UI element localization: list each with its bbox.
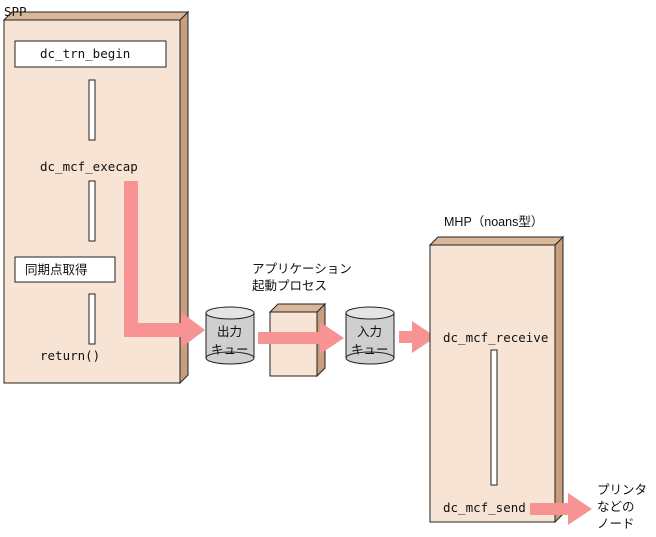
mhp-label: MHP（noans型） (444, 215, 543, 229)
output-queue-cylinder (205, 306, 255, 365)
app-process-line2: 起動プロセス (252, 279, 327, 293)
trn-begin-box (14, 40, 167, 68)
input-queue-line2: キュー (351, 343, 389, 357)
sync-point-box (14, 256, 116, 283)
input-queue-cylinder (345, 306, 395, 365)
sync-point-label: 同期点取得 (25, 262, 88, 277)
trn-begin-label: dc_trn_begin (40, 46, 130, 61)
printer-node-line3: ノード (597, 517, 635, 531)
flow-arrow-app-to-in-queue (258, 322, 344, 354)
return-label: return() (40, 348, 100, 363)
spp-flow-bar-1 (88, 79, 96, 141)
spp-flow-bar-3 (88, 293, 96, 345)
output-queue-line2: キュー (211, 343, 249, 357)
spp-flow-bar-2 (88, 180, 96, 242)
mhp-flow-bar (490, 349, 498, 486)
send-label: dc_mcf_send (443, 500, 526, 515)
flow-arrow-send-to-printer (530, 493, 592, 525)
spp-label: SPP (4, 4, 27, 19)
printer-node-line1: プリンタ (597, 483, 647, 497)
app-process-line1: アプリケーション (252, 262, 352, 276)
flow-arrow-execap-to-out-queue (124, 181, 205, 348)
flow-arrow-in-queue-to-mhp (399, 321, 436, 353)
receive-label: dc_mcf_receive (443, 330, 548, 345)
printer-node-line2: などの (597, 500, 635, 514)
input-queue-line1: 入力 (357, 325, 382, 339)
execap-label: dc_mcf_execap (40, 159, 138, 174)
output-queue-line1: 出力 (217, 325, 242, 339)
